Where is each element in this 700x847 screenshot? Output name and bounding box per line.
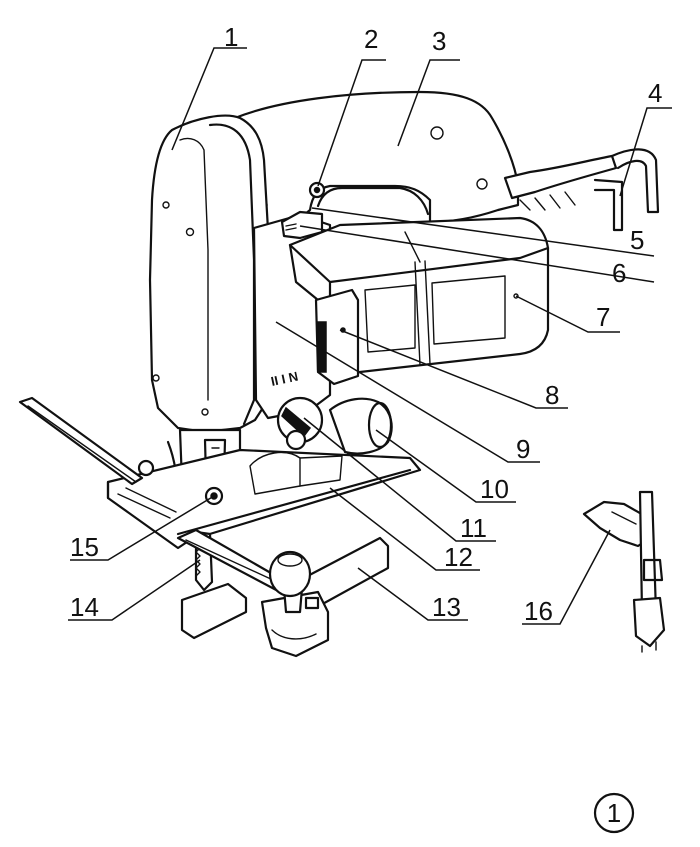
callout-11: 11 (460, 513, 487, 543)
callout-4: 4 (648, 78, 662, 108)
front-housing (148, 114, 272, 434)
callout-8: 8 (545, 380, 559, 410)
callout-14: 14 (70, 592, 99, 622)
callout-3: 3 (432, 26, 446, 56)
callout-leaders (68, 47, 672, 625)
figure-number: 1 (607, 798, 621, 828)
handle-housing (233, 90, 520, 230)
callout-7: 7 (596, 302, 610, 332)
callout-labels: 1 2 3 4 5 6 7 8 9 10 11 12 13 14 15 16 (70, 22, 662, 626)
callout-10: 10 (480, 474, 509, 504)
callout-9: 9 (516, 434, 530, 464)
jigsaw-illustration: II I N (18, 90, 666, 658)
stroke-setting-marks: II I N (270, 369, 300, 389)
callout-16: 16 (524, 596, 553, 626)
callout-12: 12 (444, 542, 473, 572)
callout-1: 1 (224, 22, 238, 52)
callout-15: 15 (70, 532, 99, 562)
callout-5: 5 (630, 225, 644, 255)
callout-2: 2 (364, 24, 378, 54)
figure-number-badge: 1 (593, 792, 635, 834)
callout-13: 13 (432, 592, 461, 622)
callout-6: 6 (612, 258, 626, 288)
base-plate (106, 448, 422, 550)
